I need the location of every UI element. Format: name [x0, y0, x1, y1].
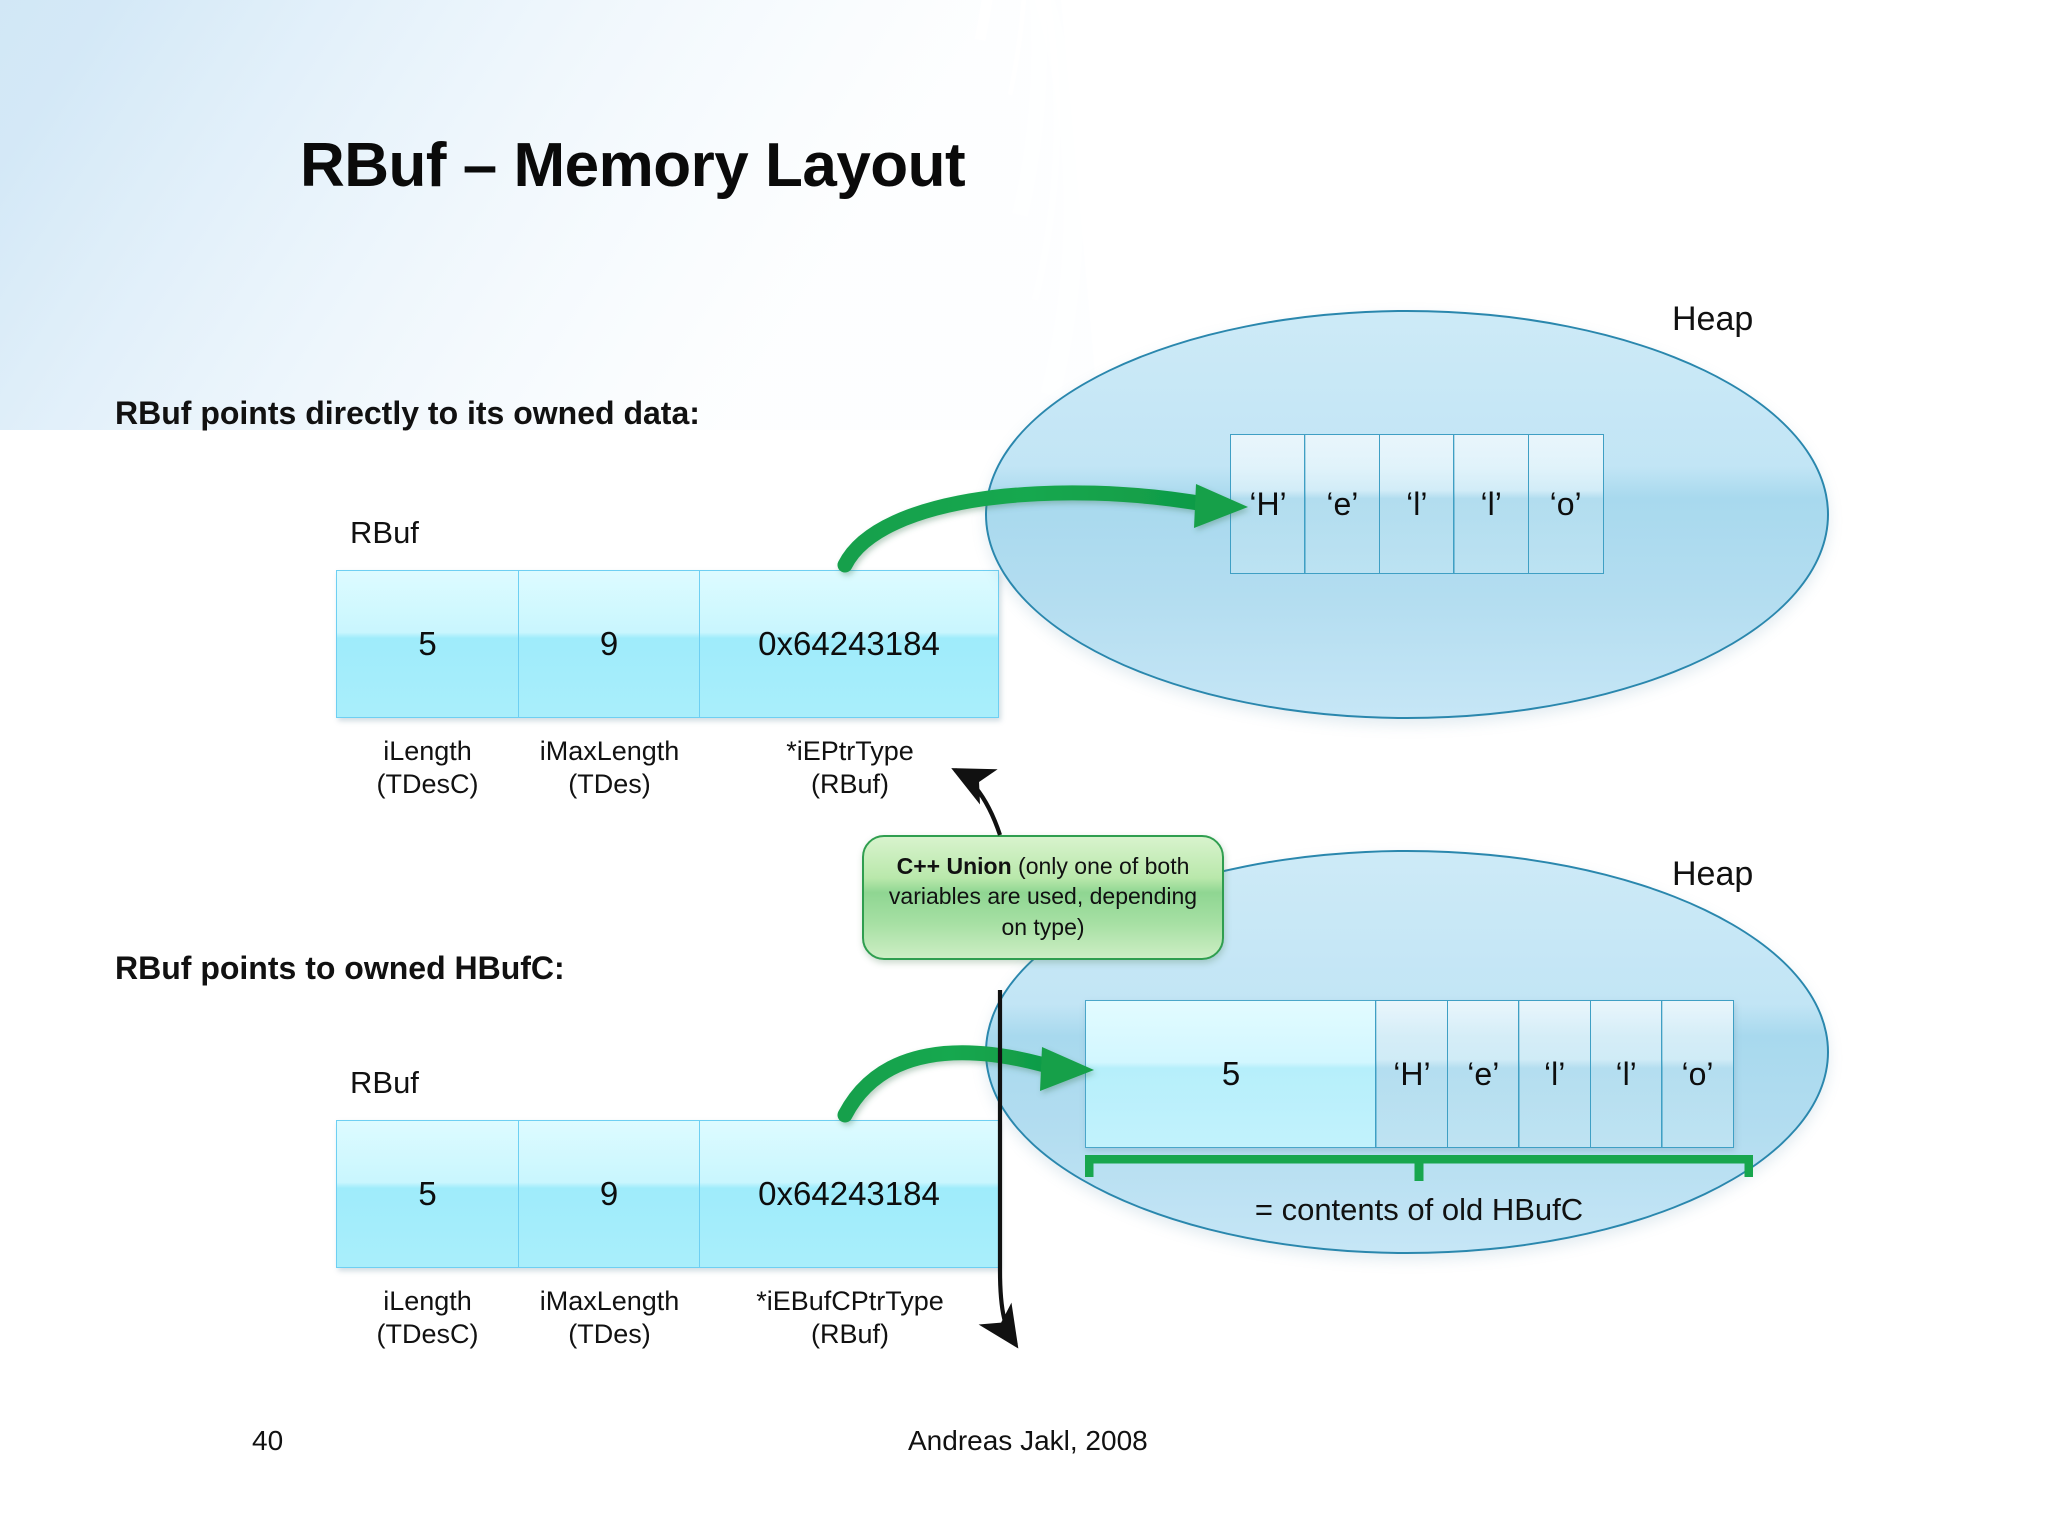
caption-pointer-2: *iEBufCPtrType (RBuf)	[700, 1285, 1000, 1351]
heap-char-row-1: ‘H’ ‘e’ ‘l’ ‘l’ ‘o’	[1230, 434, 1604, 574]
page-title: RBuf – Memory Layout	[300, 131, 966, 200]
struct-cell-ilength: 5	[336, 570, 519, 718]
callout-rest-text: (only one of both variables are used, de…	[888, 853, 1198, 940]
caption-ilength-2: iLength (TDesC)	[336, 1285, 519, 1351]
caption-imaxlength-2: iMaxLength (TDes)	[518, 1285, 701, 1351]
caption-line1: iMaxLength	[539, 1286, 680, 1316]
struct-cell-imaxlength: 9	[517, 1120, 701, 1268]
hbufc-block: 5 ‘H’ ‘e’ ‘l’ ‘l’ ‘o’	[1085, 1000, 1735, 1148]
char-cell: ‘l’	[1378, 434, 1455, 574]
struct-cell-imaxlength: 9	[517, 570, 701, 718]
caption-line2: (RBuf)	[810, 1318, 889, 1349]
caption-line2: (RBuf)	[810, 768, 889, 799]
caption-line2: (TDes)	[568, 1318, 651, 1349]
rbuf-struct-1: 5 9 0x64243184	[336, 570, 999, 718]
caption-line1: *iEPtrType	[786, 736, 914, 766]
caption-line1: iLength	[383, 1286, 472, 1316]
char-cell: ‘e’	[1446, 1000, 1520, 1148]
section-heading-2: RBuf points to owned HBufC:	[115, 950, 565, 986]
caption-line2: (TDesC)	[376, 1318, 479, 1349]
page-number: 40	[252, 1425, 284, 1456]
caption-line1: *iEBufCPtrType	[756, 1286, 944, 1316]
struct-cell-pointer: 0x64243184	[699, 1120, 999, 1268]
caption-line2: (TDes)	[568, 768, 651, 799]
char-cell: ‘l’	[1518, 1000, 1592, 1148]
caption-ilength-1: iLength (TDesC)	[336, 735, 519, 801]
decorative-swoosh	[0, 0, 1100, 430]
caption-line1: iLength	[383, 736, 472, 766]
section-heading-1: RBuf points directly to its owned data:	[115, 395, 700, 431]
callout-bold-text: C++ Union	[896, 853, 1012, 879]
hbufc-contents-label: = contents of old HBufC	[1254, 1192, 1584, 1227]
hbufc-length-cell: 5	[1085, 1000, 1377, 1148]
hbufc-range-bracket	[1084, 1154, 1754, 1191]
char-cell: ‘l’	[1589, 1000, 1663, 1148]
struct-cell-pointer: 0x64243184	[699, 570, 999, 718]
char-cell: ‘e’	[1304, 434, 1381, 574]
author-credit: Andreas Jakl, 2008	[908, 1425, 1148, 1456]
char-cell: ‘H’	[1375, 1000, 1449, 1148]
heap-label-1: Heap	[1672, 300, 1754, 338]
char-cell: ‘o’	[1527, 434, 1604, 574]
struct-label-2: RBuf	[350, 1065, 419, 1100]
caption-line2: (TDesC)	[376, 768, 479, 799]
caption-imaxlength-1: iMaxLength (TDes)	[518, 735, 701, 801]
caption-pointer-1: *iEPtrType (RBuf)	[700, 735, 1000, 801]
heap-label-2: Heap	[1672, 855, 1754, 893]
struct-label-1: RBuf	[350, 515, 419, 550]
rbuf-struct-2: 5 9 0x64243184	[336, 1120, 999, 1268]
char-cell: ‘l’	[1453, 434, 1530, 574]
struct-cell-ilength: 5	[336, 1120, 519, 1268]
cpp-union-callout: C++ Union (only one of both variables ar…	[862, 835, 1224, 961]
caption-line1: iMaxLength	[539, 736, 680, 766]
char-cell: ‘o’	[1661, 1000, 1735, 1148]
char-cell: ‘H’	[1230, 434, 1306, 574]
